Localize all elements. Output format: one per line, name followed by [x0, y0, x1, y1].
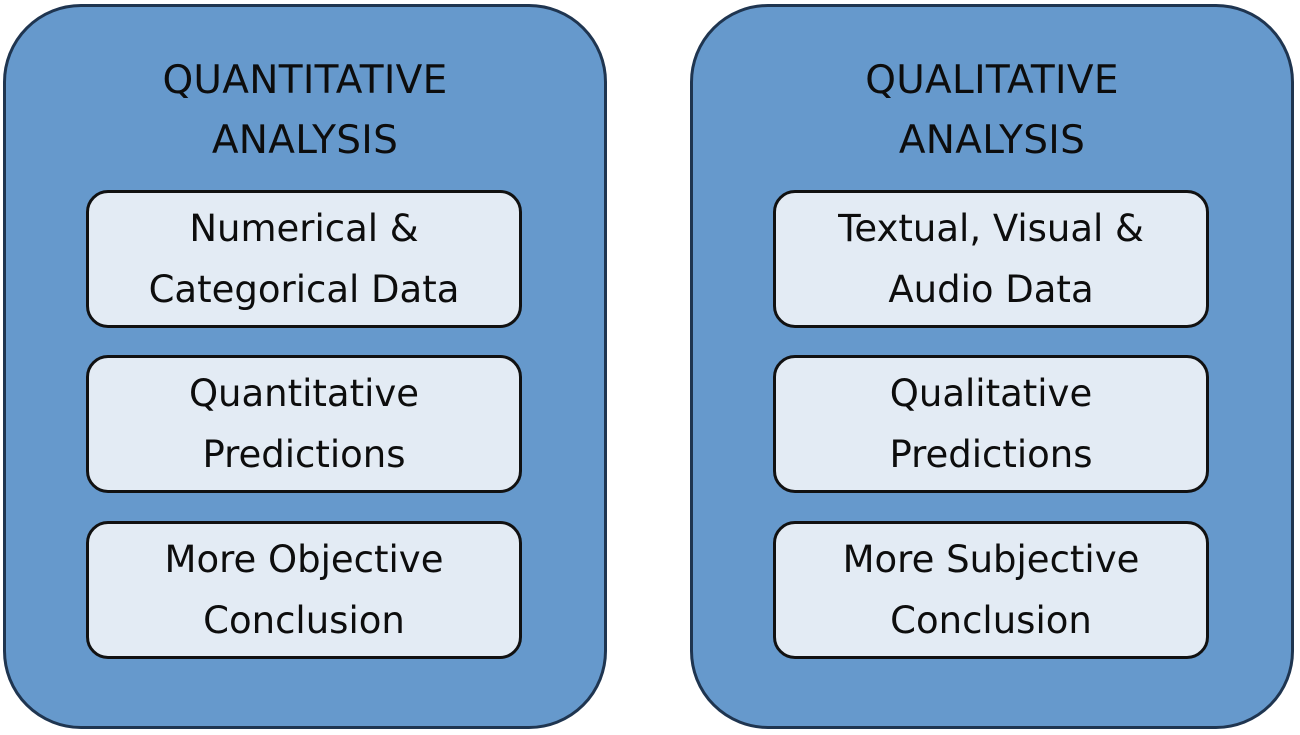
quantitative-data-card: Numerical & Categorical Data — [86, 190, 522, 328]
quantitative-predictions-label: Quantitative Predictions — [188, 372, 420, 476]
objective-conclusion-label: More Objective Conclusion — [164, 538, 444, 642]
qualitative-data-card: Textual, Visual & Audio Data — [773, 190, 1209, 328]
qualitative-analysis-title: QUALITATIVE ANALYSIS — [865, 58, 1119, 163]
quantitative-data-label: Numerical & Categorical Data — [148, 207, 460, 311]
subjective-conclusion-card: More Subjective Conclusion — [773, 521, 1209, 659]
quantitative-analysis-title: QUANTITATIVE ANALYSIS — [162, 58, 448, 163]
quantitative-analysis-panel: QUANTITATIVE ANALYSIS Numerical & Catego… — [3, 4, 607, 729]
qualitative-data-label: Textual, Visual & Audio Data — [838, 207, 1144, 311]
objective-conclusion-card: More Objective Conclusion — [86, 521, 522, 659]
subjective-conclusion-label: More Subjective Conclusion — [842, 538, 1140, 642]
quantitative-predictions-card: Quantitative Predictions — [86, 355, 522, 493]
qualitative-analysis-panel: QUALITATIVE ANALYSIS Textual, Visual & A… — [690, 4, 1294, 729]
qualitative-predictions-label: Qualitative Predictions — [889, 372, 1093, 476]
qualitative-predictions-card: Qualitative Predictions — [773, 355, 1209, 493]
